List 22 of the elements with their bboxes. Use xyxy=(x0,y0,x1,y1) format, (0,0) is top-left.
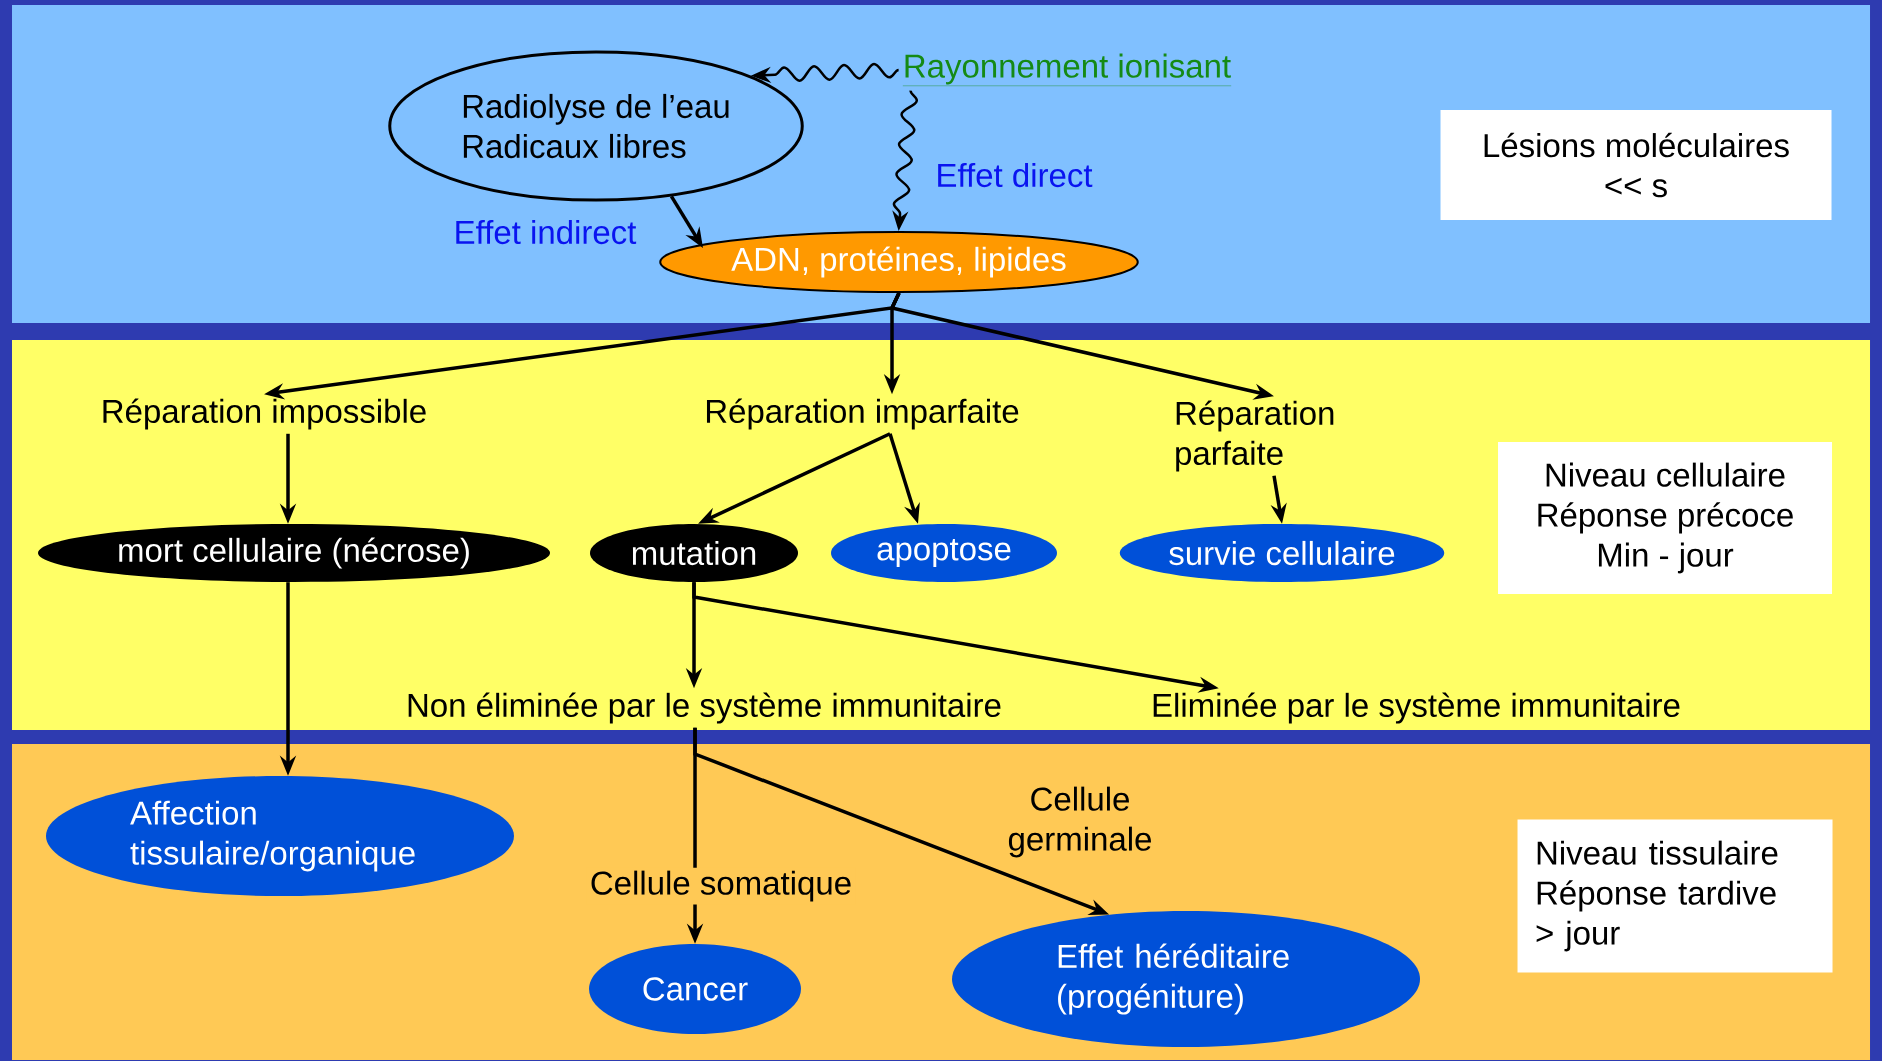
edge-label: Cellule germinale xyxy=(1008,786,1151,858)
ellipse-node: mort cellulaire (nécrose) xyxy=(38,524,550,582)
edge-label: Effet direct xyxy=(932,159,1096,191)
ellipse-node: Affection tissulaire/organique xyxy=(46,776,514,896)
ellipse-node: Effet héréditaire (progéniture) xyxy=(952,911,1420,1047)
edge-label: Effet indirect xyxy=(450,216,640,248)
text-label: Réparation impossible xyxy=(103,398,426,430)
ellipse-node: mutation xyxy=(590,524,798,582)
text-label: Réparation parfaite xyxy=(1176,400,1334,472)
text-label: Réparation imparfaite xyxy=(706,398,1019,430)
ellipse-node: ADN, protéines, lipides xyxy=(659,231,1139,293)
ellipse-node: Cancer xyxy=(589,944,801,1034)
ellipse-node: survie cellulaire xyxy=(1119,524,1445,582)
edge-label: Cellule somatique xyxy=(586,867,856,905)
info-box: Niveau cellulaire Réponse précoce Min - jour xyxy=(1498,442,1832,594)
text-label: Non éliminée par le système immunitaire xyxy=(408,692,1001,724)
source-label: Rayonnement ionisant xyxy=(902,53,1232,86)
info-box: Niveau tissulaire Réponse tardive > jour xyxy=(1517,819,1833,973)
ellipse-node: Radiolyse de l’eau Radicaux libres xyxy=(388,50,804,202)
info-box: Lésions moléculaires << s xyxy=(1440,110,1832,220)
ellipse-node: apoptose xyxy=(831,524,1057,582)
text-label: Eliminée par le système immunitaire xyxy=(1153,692,1680,724)
